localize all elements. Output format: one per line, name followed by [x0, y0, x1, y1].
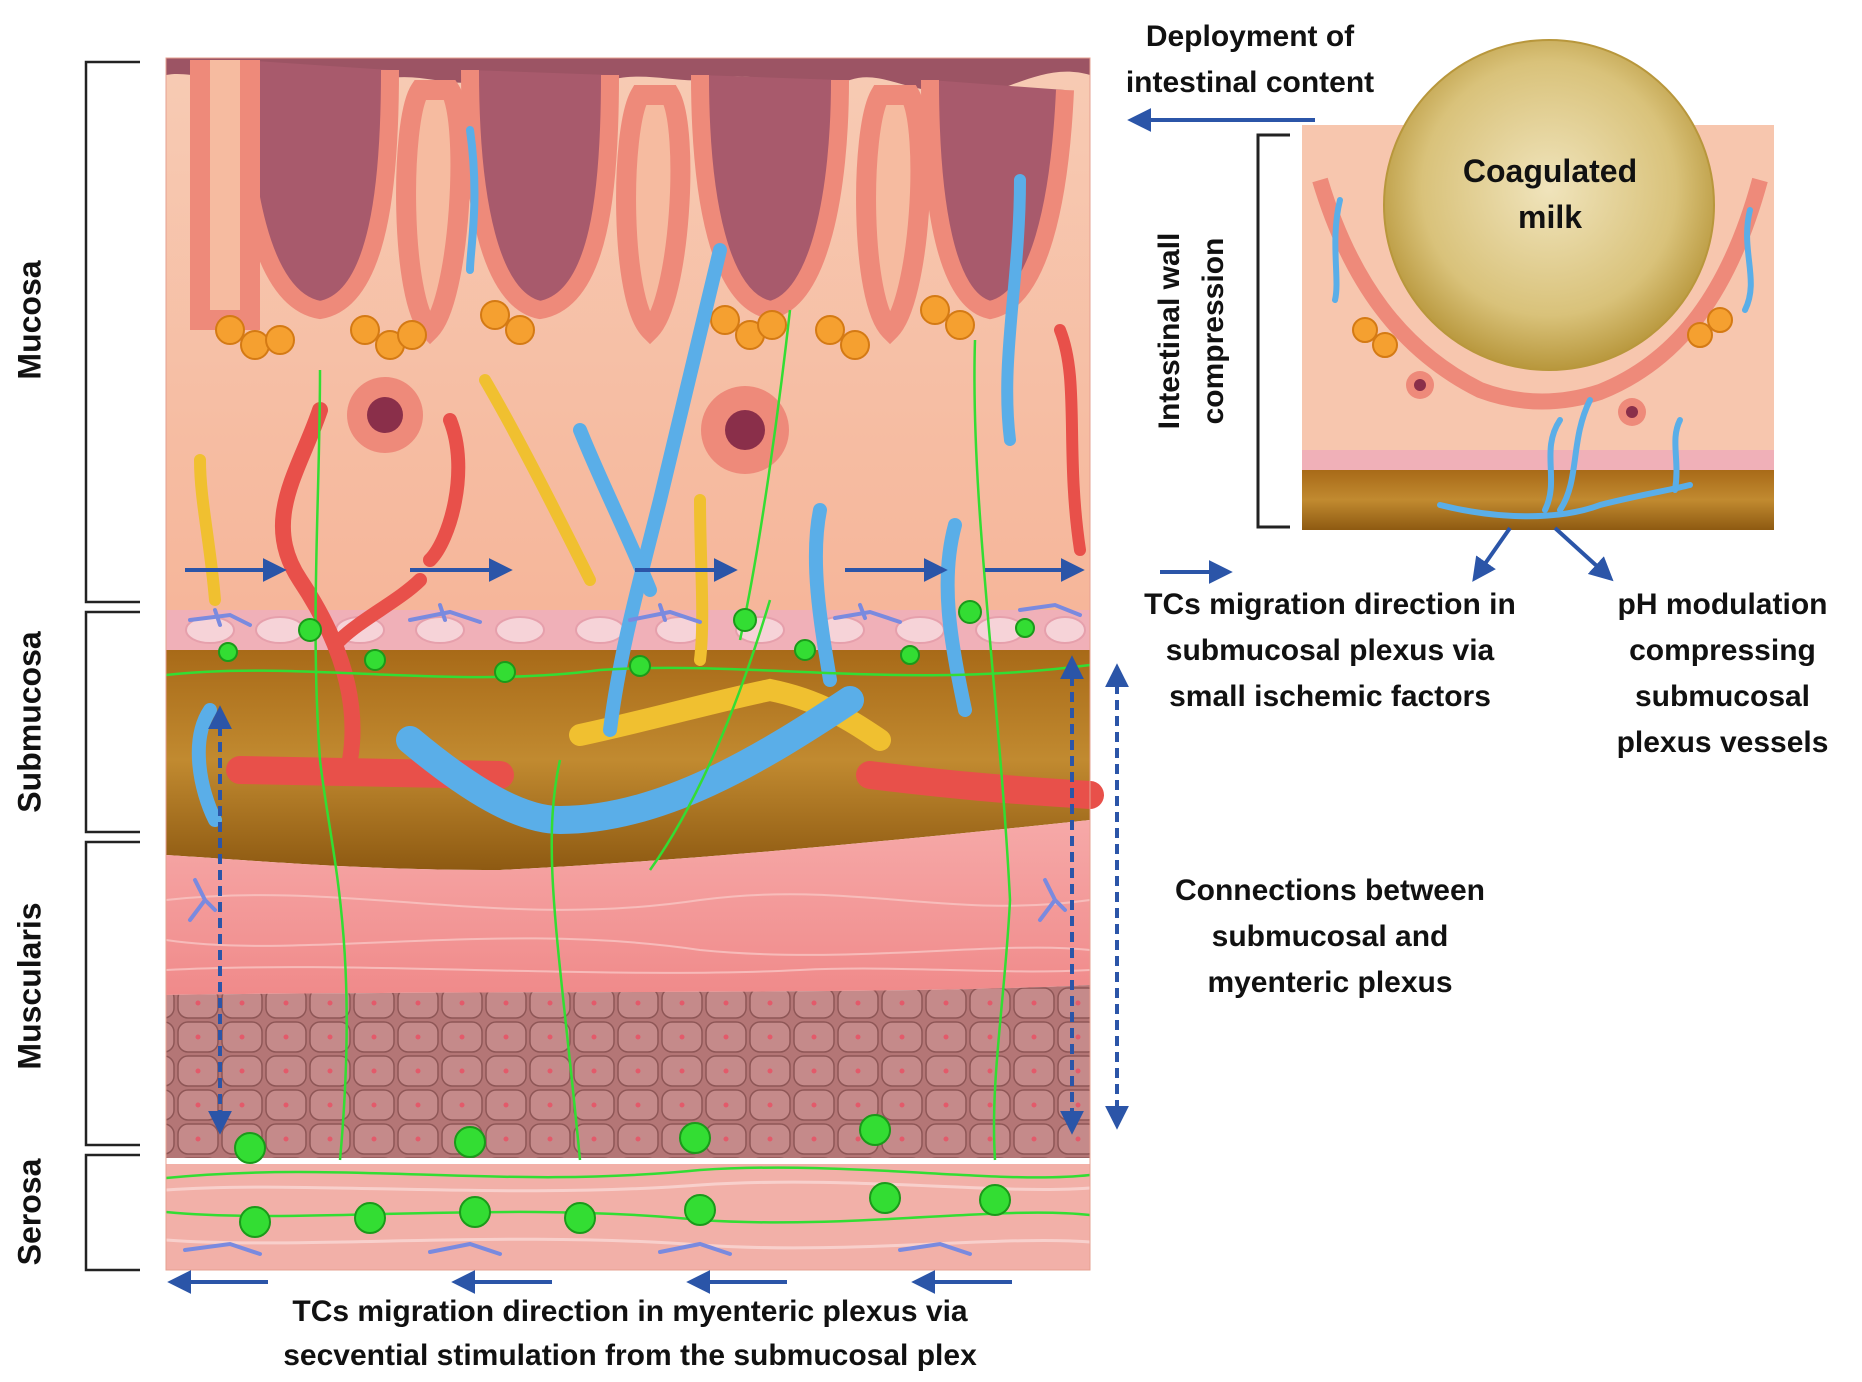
coagulated-line-1: Coagulated: [1462, 153, 1638, 189]
layer-label-serosa: Serosa: [11, 1158, 48, 1266]
tcs-mye-line-2: secvential stimulation from the submucos…: [283, 1339, 977, 1372]
main-tissue: [165, 57, 1104, 1271]
tcs-sub-line-1: TCs migration direction in: [1144, 588, 1516, 621]
compression-line-2: compression: [1197, 237, 1230, 425]
migration-arrows: [167, 558, 1129, 1294]
deployment-line-2: intestinal content: [1125, 66, 1375, 99]
deployment-line-1: Deployment of: [1145, 20, 1355, 53]
layer-label-mucosa: Mucosa: [11, 260, 48, 380]
connections-line-1: Connections between: [1174, 874, 1486, 907]
deployment-label: Deployment of intestinal content: [1105, 14, 1395, 106]
connections-line-2: submucosal and: [1211, 920, 1449, 953]
coagulated-milk-label: Coagulated milk: [1440, 148, 1660, 240]
connections-line-3: myenteric plexus: [1207, 966, 1453, 999]
wall-compression-label: Intestinal wall compression: [1148, 211, 1236, 451]
ph-line-1: pH modulation: [1617, 588, 1828, 621]
tcs-mye-line-1: TCs migration direction in myenteric ple…: [292, 1295, 968, 1328]
muscularis-lower: [166, 985, 1090, 1162]
ph-line-4: plexus vessels: [1616, 726, 1829, 759]
coagulated-milk-ball: [1383, 39, 1715, 371]
tcs-sub-line-3: small ischemic factors: [1169, 680, 1491, 713]
layer-label-submucosa: Submucosa: [11, 631, 48, 813]
ph-line-3: submucosal: [1634, 680, 1811, 713]
connections-label: Connections between submucosal and myent…: [1140, 868, 1520, 1006]
tcs-myenteric-label: TCs migration direction in myenteric ple…: [180, 1290, 1080, 1378]
compression-bracket: [1256, 133, 1290, 529]
ph-modulation-label: pH modulation compressing submucosal ple…: [1590, 582, 1855, 766]
compression-inset: [1302, 39, 1774, 530]
tcs-sub-line-2: submucosal plexus via: [1165, 634, 1495, 667]
tcs-submucosal-label: TCs migration direction in submucosal pl…: [1130, 582, 1530, 720]
inset-arrows: [1127, 108, 1614, 584]
layer-brackets: [84, 60, 140, 1272]
ph-line-2: compressing: [1629, 634, 1816, 667]
layer-label-muscularis: Muscularis: [11, 902, 48, 1070]
coagulated-line-2: milk: [1517, 199, 1583, 235]
compression-line-1: Intestinal wall: [1153, 232, 1186, 430]
lumen-top: [166, 58, 1090, 96]
